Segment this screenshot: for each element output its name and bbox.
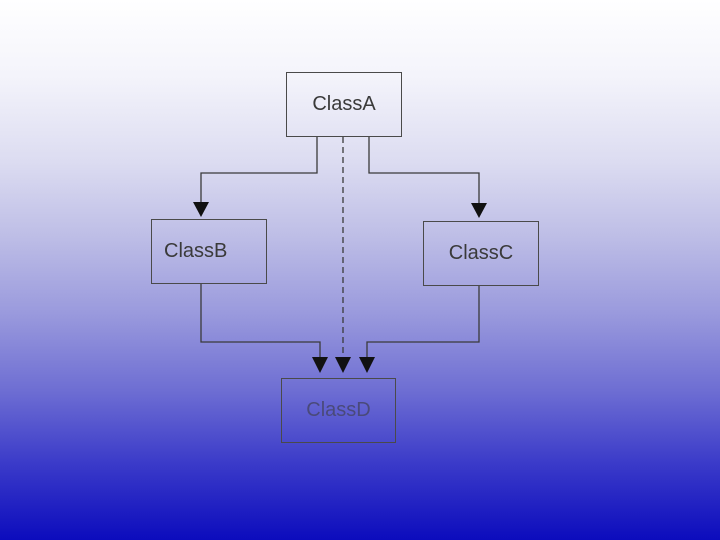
edge-classc-to-classd	[359, 286, 480, 373]
edge-classa-to-classc	[368, 137, 487, 218]
class-node-a: ClassA	[286, 72, 402, 137]
class-node-c-label: ClassC	[448, 242, 514, 264]
class-node-d: ClassD	[281, 378, 396, 443]
class-node-d-label: ClassD	[306, 399, 371, 421]
edge-classa-to-classd-dashed	[335, 137, 351, 373]
edge-classb-to-classd	[200, 284, 328, 373]
class-node-b: ClassB	[151, 219, 267, 284]
arrowhead-classd-right	[359, 357, 375, 373]
class-node-a-label: ClassA	[312, 93, 376, 115]
class-node-c: ClassC	[423, 221, 539, 286]
arrowhead-classc	[471, 203, 487, 218]
edge-classa-to-classb	[193, 137, 318, 217]
arrowhead-classb	[193, 202, 209, 217]
arrowhead-classd-left	[312, 357, 328, 373]
arrowhead-classd-center	[335, 357, 351, 373]
class-node-b-label: ClassB	[164, 240, 228, 262]
